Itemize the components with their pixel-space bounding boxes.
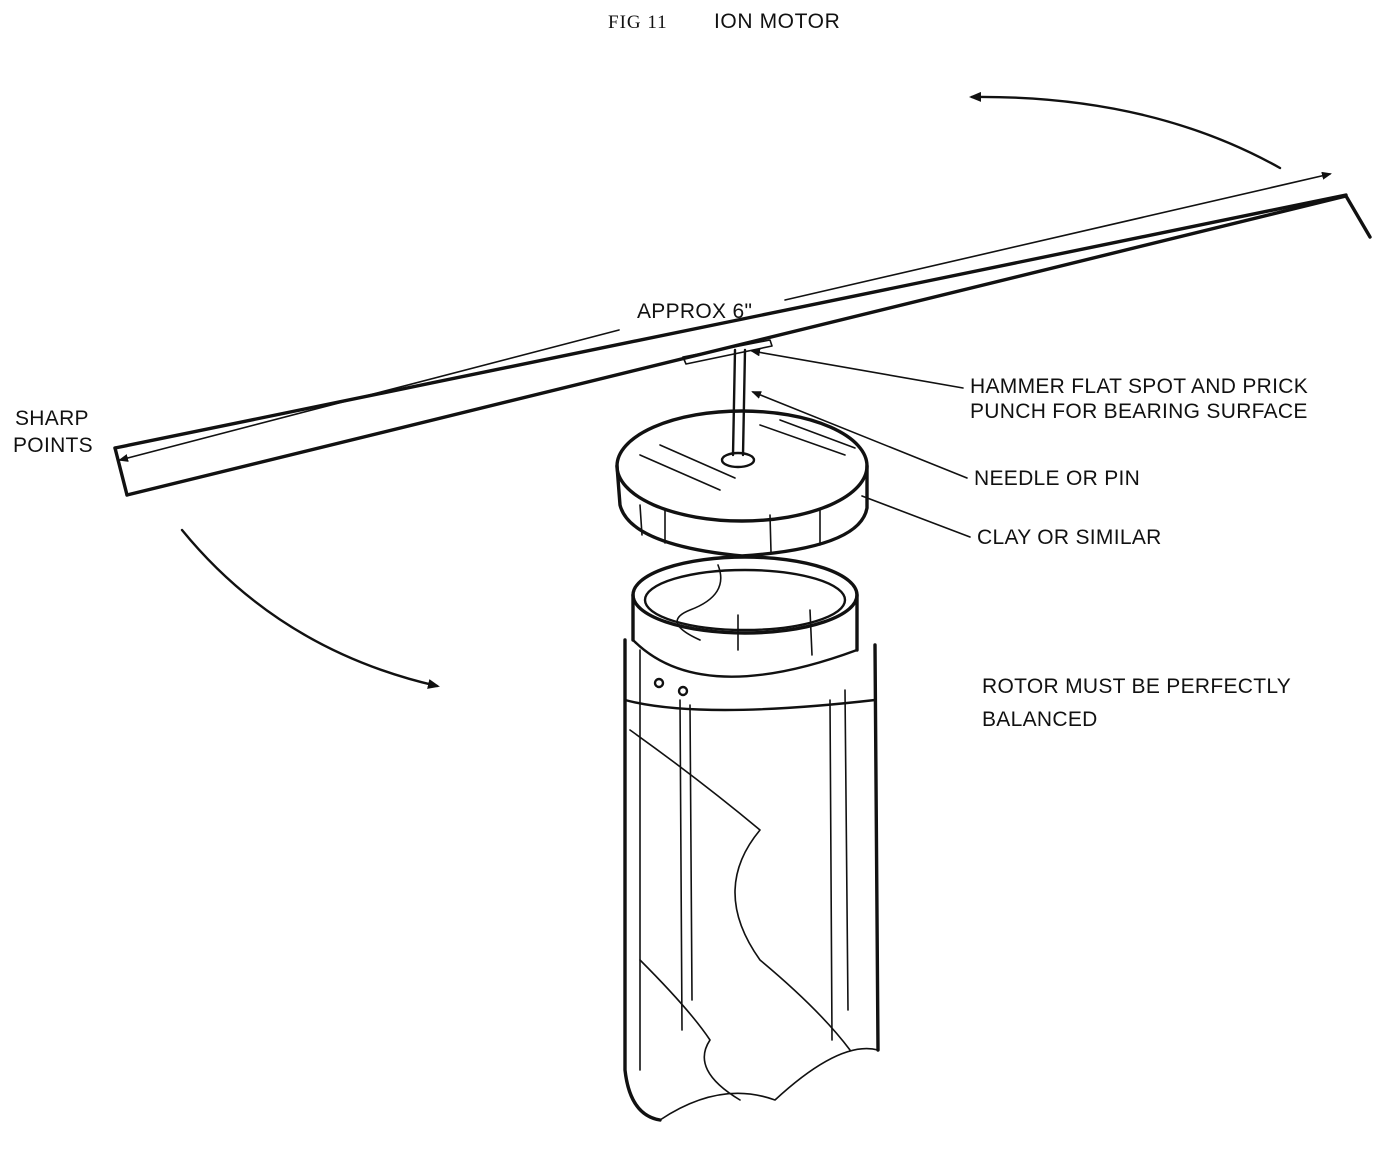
- hammer-label-line1: HAMMER FLAT SPOT AND PRICK: [970, 375, 1308, 398]
- rotation-arrow-top: [969, 91, 1282, 170]
- clay-disc: [615, 409, 869, 558]
- support-tube: [623, 555, 880, 1122]
- dimension-label: APPROX 6": [637, 300, 752, 323]
- rotor-note-line1: ROTOR MUST BE PERFECTLY: [982, 675, 1291, 698]
- leader-needle: [751, 391, 968, 479]
- needle-pin: [720, 348, 756, 469]
- sharp-points-label-line1: SHARP: [15, 407, 89, 430]
- rotor-wire: [113, 193, 1372, 497]
- clay-label: CLAY OR SIMILAR: [977, 526, 1162, 549]
- rotation-arrow-bottom: [180, 528, 440, 689]
- needle-label: NEEDLE OR PIN: [974, 467, 1140, 490]
- hammer-label-line2: PUNCH FOR BEARING SURFACE: [970, 400, 1308, 423]
- figure-title: ION MOTOR: [714, 10, 840, 33]
- dimension-line: [118, 171, 1332, 462]
- leader-clay: [861, 495, 971, 538]
- sharp-points-label-line2: POINTS: [13, 434, 93, 457]
- figure-number: FIG 11: [608, 12, 668, 33]
- leader-hammer: [750, 348, 964, 389]
- rotor-note-line2: BALANCED: [982, 708, 1098, 731]
